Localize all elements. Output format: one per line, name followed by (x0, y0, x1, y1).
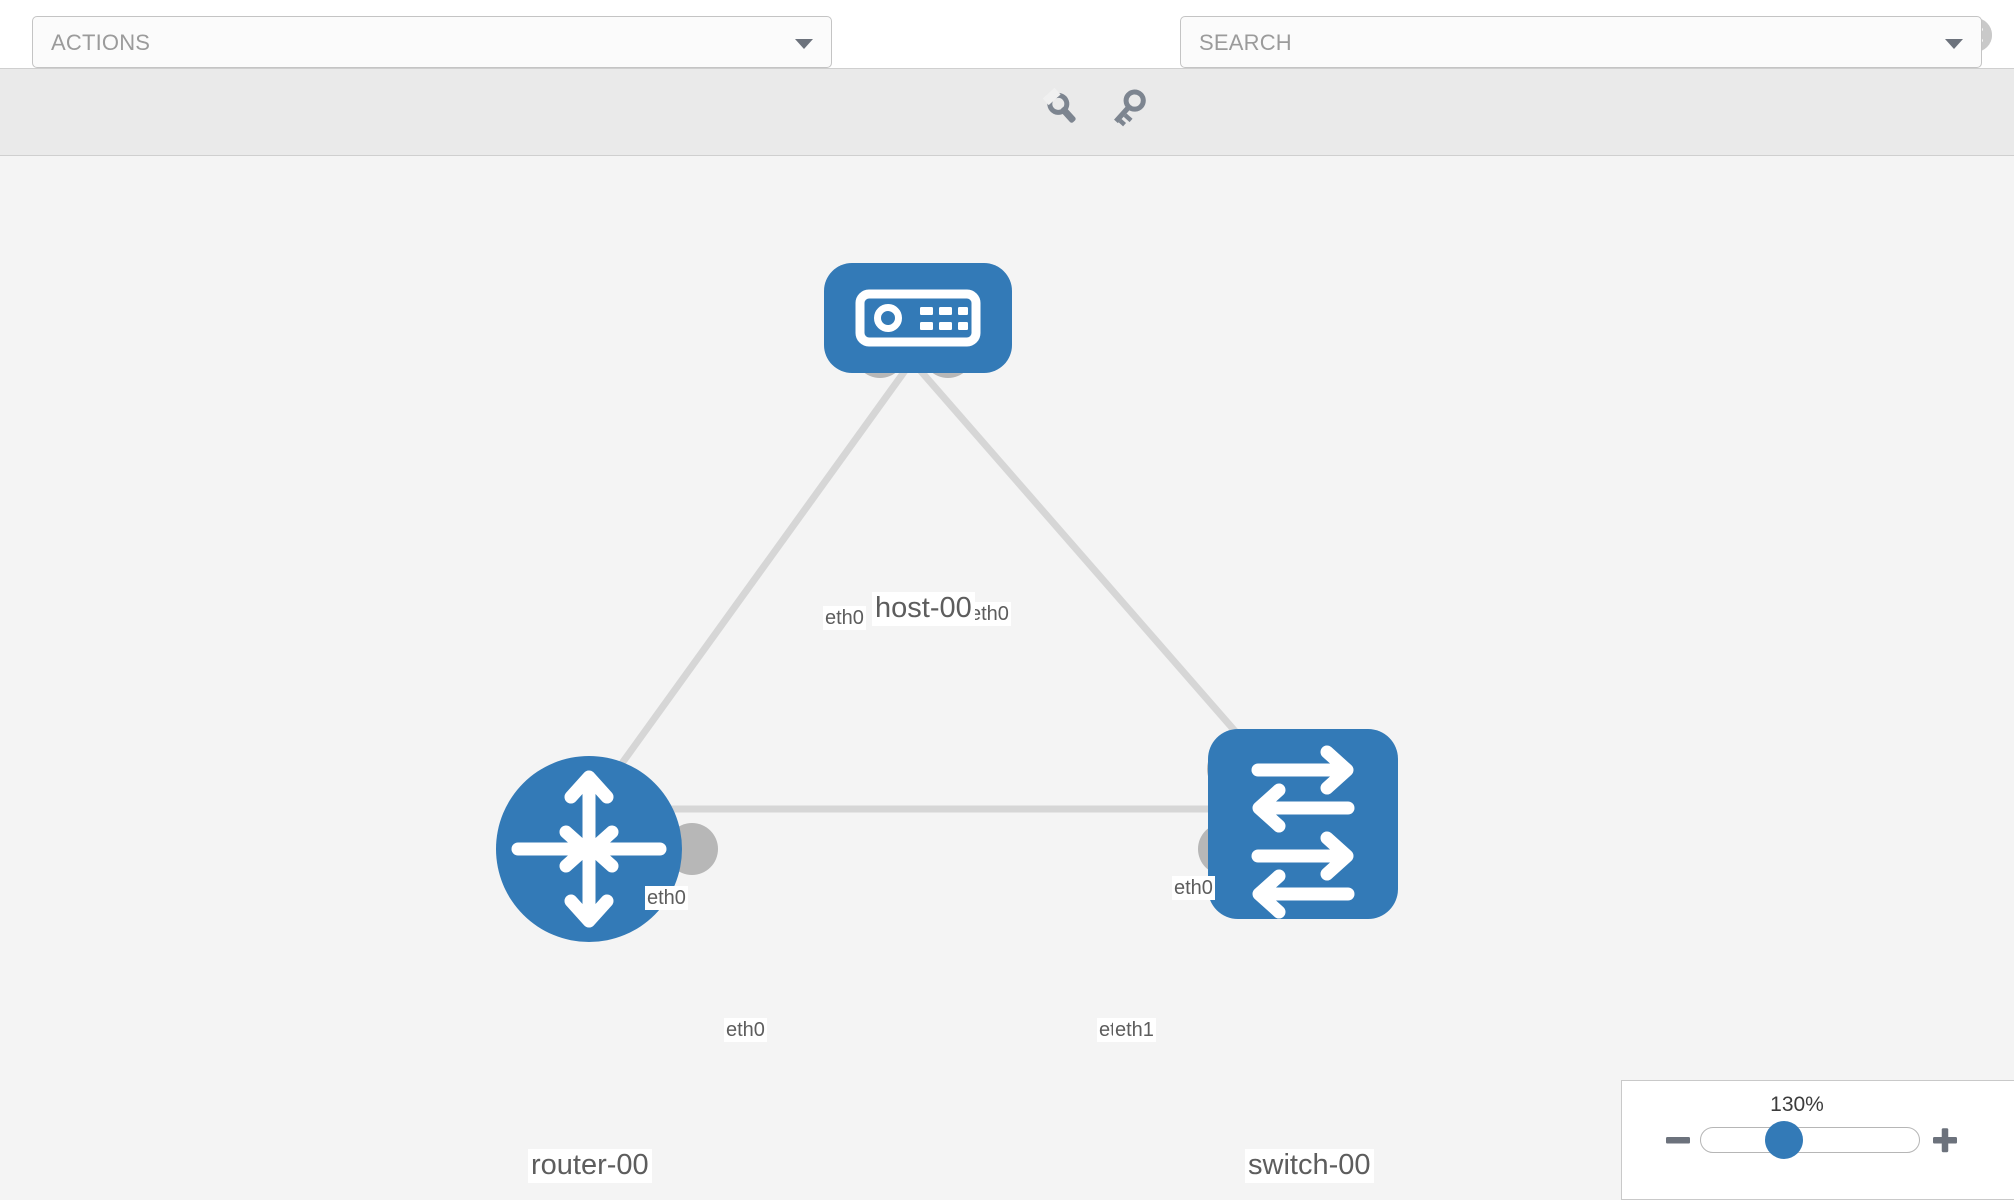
node-switch-00[interactable] (1208, 729, 1398, 919)
zoom-out-button[interactable] (1665, 1127, 1691, 1158)
iface-label-router00-eth0: eth0 (724, 1018, 767, 1042)
actions-dropdown[interactable]: ACTIONS (32, 16, 832, 68)
zoom-slider-thumb[interactable] (1765, 1121, 1803, 1159)
search-input[interactable]: SEARCH (1180, 16, 1982, 68)
actions-dropdown-label: ACTIONS (51, 30, 151, 55)
search-placeholder: SEARCH (1199, 30, 1292, 55)
server-icon (855, 289, 981, 347)
zoom-control-panel: 130% (1621, 1080, 2014, 1200)
node-label-router-00: router-00 (528, 1149, 652, 1183)
zoom-in-button[interactable] (1932, 1127, 1958, 1158)
key-button[interactable] (1106, 86, 1150, 130)
iface-label-switch00-uplink-eth0: eth0 (1172, 876, 1215, 900)
key-icon (1114, 89, 1146, 127)
node-router-00[interactable] (496, 756, 682, 942)
chevron-down-icon[interactable] (1945, 39, 1963, 49)
iface-label-host00-eth0-right: eth0 (968, 602, 1011, 626)
wrench-icon (1042, 87, 1076, 123)
zoom-level-value: 130% (1770, 1093, 1824, 1116)
minus-icon (1666, 1137, 1690, 1144)
wrench-button[interactable] (1040, 86, 1084, 130)
node-label-switch-00: switch-00 (1245, 1149, 1374, 1183)
chevron-down-icon (795, 39, 813, 49)
iface-label-host00-eth0-left: eth0 (823, 606, 866, 630)
node-host-00[interactable] (824, 263, 1012, 373)
iface-label-switch00-eth1: eth1 (1113, 1018, 1156, 1042)
switch-arrows-icon (1251, 745, 1355, 919)
link-host00-router00[interactable] (586, 358, 915, 812)
node-label-host-00: host-00 (872, 592, 975, 626)
topology-canvas[interactable]: eth0 eth0 eth0 eth0 eth0 eth0 eth1 host-… (0, 156, 2014, 1200)
router-arrows-icon (511, 770, 667, 928)
iface-label-router00-uplink-eth0: eth0 (645, 886, 688, 910)
zoom-slider-track[interactable] (1700, 1127, 1920, 1153)
plus-icon (1933, 1128, 1957, 1153)
topology-graph (496, 263, 1398, 942)
toolbar (0, 68, 2014, 156)
topology-links (586, 358, 1306, 813)
